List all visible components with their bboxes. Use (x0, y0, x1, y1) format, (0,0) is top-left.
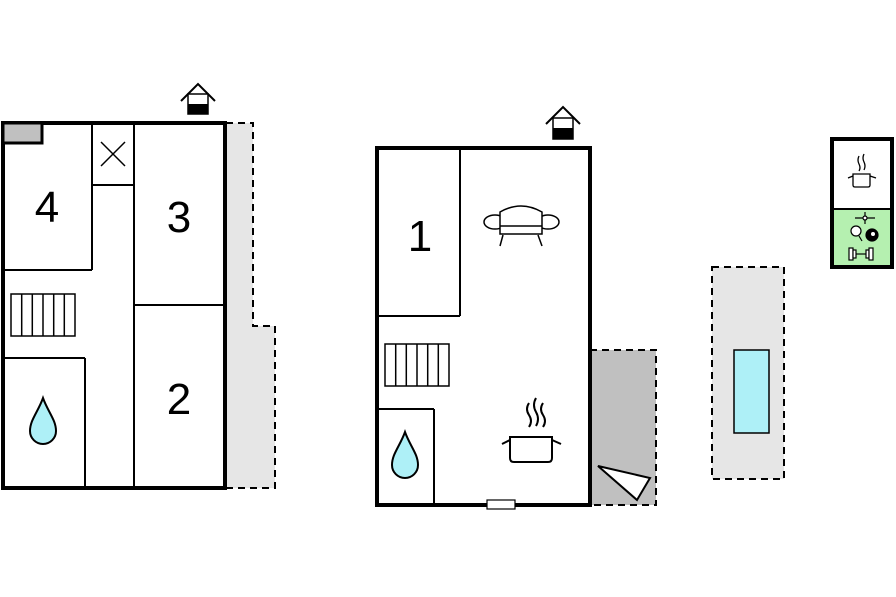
left-terrace (225, 122, 276, 489)
room-label-4: 4 (35, 183, 59, 232)
terrace-triangle-icon (597, 465, 652, 502)
door-threshold-icon (486, 499, 516, 510)
stairs-icon (384, 343, 450, 387)
left-building: 4 3 2 (1, 82, 276, 490)
chimney-icon (1, 121, 44, 145)
middle-outer-wall (375, 146, 592, 507)
pool-area (711, 266, 785, 480)
annex-leisure-room (832, 209, 892, 267)
sofa-icon (483, 205, 560, 247)
annex-outer-wall (830, 137, 894, 269)
room-label-2: 2 (167, 375, 191, 424)
bathroom-water-drop-icon (28, 395, 58, 445)
entrance-icon (545, 105, 581, 140)
middle-building: 1 (375, 105, 657, 510)
bathroom-water-drop-icon (390, 429, 420, 479)
shaft-cross-icon (100, 141, 126, 167)
leisure-games-icon (850, 212, 879, 242)
fitness-dumbbell-icon (848, 247, 874, 261)
kitchen-pot-icon (501, 397, 562, 463)
kitchen-pot-icon (847, 153, 877, 188)
pool-icon (733, 349, 770, 434)
annex (830, 137, 894, 269)
room-label-3: 3 (167, 193, 191, 242)
room-label-1: 1 (408, 212, 432, 261)
entrance-icon (180, 82, 216, 115)
stairs-icon (10, 293, 76, 337)
